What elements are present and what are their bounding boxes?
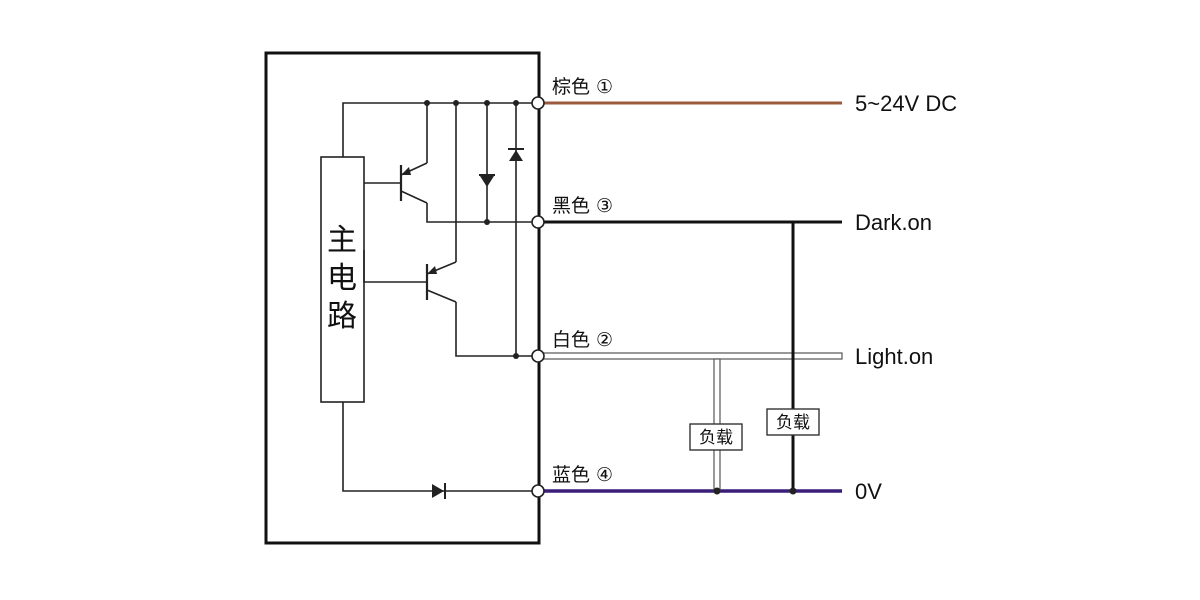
main-circuit-block: [320, 156, 365, 403]
svg-text:主电路: 主电路: [327, 223, 357, 334]
main-circuit-label: 主电路: [327, 223, 357, 334]
white-wire: [537, 352, 843, 360]
junction-dot: [789, 487, 797, 495]
protection-diode-icon: [508, 103, 524, 356]
wire-label-black: 黑色 ③: [552, 195, 613, 217]
junction-dot: [513, 353, 519, 359]
transistor-light-icon: [363, 103, 538, 357]
transistor-dark-icon: [364, 103, 538, 223]
load-label: 负载: [776, 413, 810, 433]
wire-label-white: 白色 ②: [552, 329, 613, 351]
wire-label-blue: 蓝色 ④: [552, 464, 613, 486]
protection-diode-icon: [479, 103, 495, 222]
ground-diode-icon: [432, 483, 446, 499]
signal-label-supply: 5~24V DC: [855, 91, 957, 116]
terminal-black: [531, 215, 545, 229]
load-label: 负载: [699, 428, 733, 448]
ground-bus: [342, 402, 538, 492]
junction-dot: [713, 487, 721, 495]
load-box-light: 负载: [689, 423, 743, 451]
main-circuit-char: 主: [327, 223, 357, 258]
signal-label-ground: 0V: [855, 479, 882, 504]
terminal-brown: [531, 96, 545, 110]
main-circuit-char: 路: [327, 299, 357, 334]
load-box-dark: 负载: [766, 408, 820, 436]
wire-label-brown: 棕色 ①: [552, 76, 613, 98]
terminal-white: [531, 349, 545, 363]
sensor-housing: [264, 51, 541, 545]
terminal-blue: [531, 484, 545, 498]
supply-bus: [342, 102, 538, 157]
signal-label-dark: Dark.on: [855, 210, 932, 235]
main-circuit-char: 电: [327, 261, 357, 296]
junction-dot: [484, 219, 490, 225]
signal-label-light: Light.on: [855, 344, 933, 369]
